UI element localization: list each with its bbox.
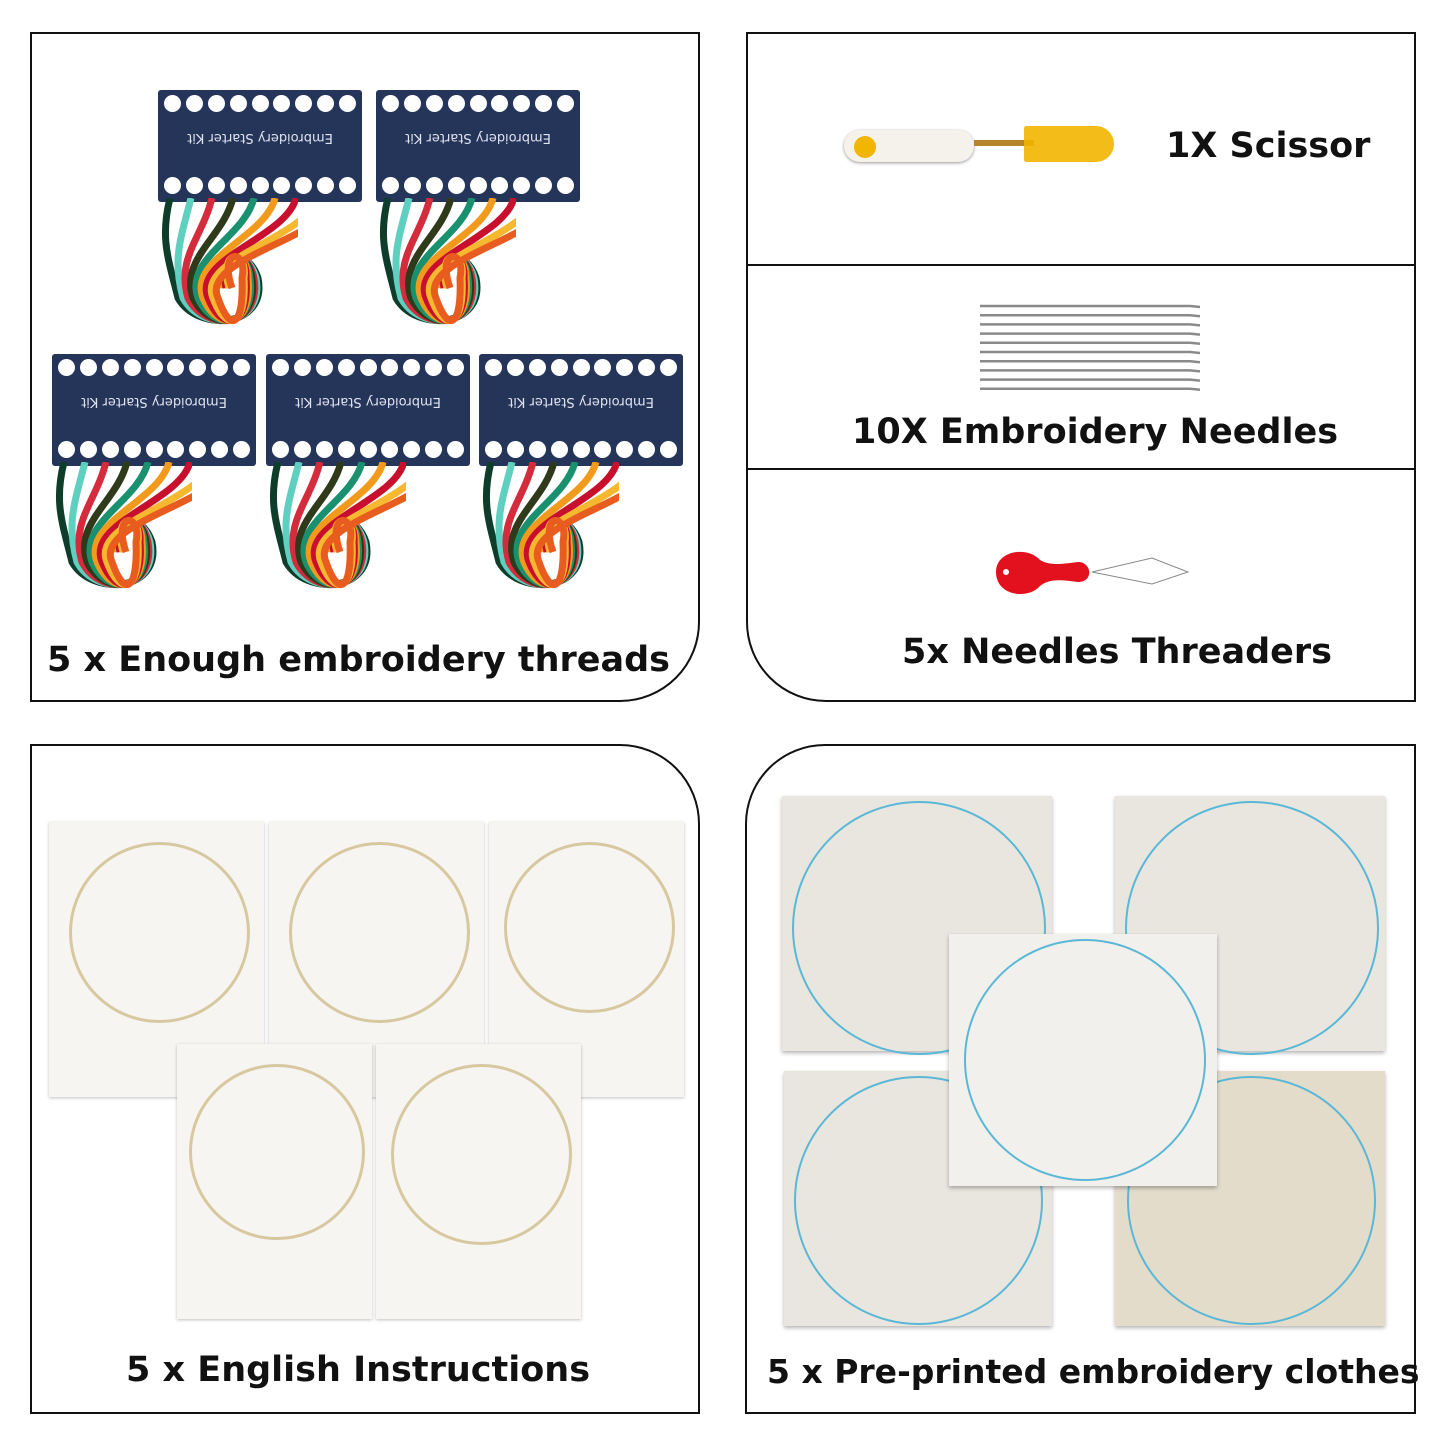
thread-skein <box>212 229 298 324</box>
card-label: Embroidery Starter Kit <box>295 394 441 409</box>
threader-image <box>996 551 1190 595</box>
thread-skein <box>320 493 406 588</box>
instruction-sheet <box>177 1044 372 1319</box>
thread-card: Embroidery Starter Kit <box>158 90 362 325</box>
instruction-sheet <box>376 1044 581 1319</box>
thread-card: Embroidery Starter Kit <box>266 354 470 589</box>
instructions-caption: 5 x English Instructions <box>126 1350 591 1390</box>
divider <box>748 468 1414 470</box>
thread-card: Embroidery Starter Kit <box>479 354 683 589</box>
tools-panel: 1X Scissor 10X Embroidery Needles 5x Nee… <box>746 32 1416 702</box>
thread-card: Embroidery Starter Kit <box>52 354 256 589</box>
card-label: Embroidery Starter Kit <box>508 394 654 409</box>
card-label: Embroidery Starter Kit <box>187 130 333 145</box>
thread-skein <box>430 229 516 324</box>
pattern-cloth <box>949 934 1217 1186</box>
card-label: Embroidery Starter Kit <box>405 130 551 145</box>
needles-image <box>980 302 1201 394</box>
cloths-panel: 5 x Pre-printed embroidery clothes <box>745 744 1420 1414</box>
cloths-caption: 5 x Pre-printed embroidery clothes <box>767 1352 1420 1391</box>
scissor-caption: 1X Scissor <box>1166 126 1371 166</box>
thread-skein <box>106 493 192 588</box>
threads-caption: 5 x Enough embroidery threads <box>47 640 671 680</box>
instructions-panel: 5 x English Instructions <box>30 744 700 1414</box>
card-label: Embroidery Starter Kit <box>81 394 227 409</box>
thread-skein <box>533 493 619 588</box>
divider <box>748 264 1414 266</box>
scissor-image <box>844 126 1114 166</box>
thread-card: Embroidery Starter Kit <box>376 90 580 325</box>
needles-caption: 10X Embroidery Needles <box>852 412 1339 452</box>
threaders-caption: 5x Needles Threaders <box>902 632 1332 672</box>
